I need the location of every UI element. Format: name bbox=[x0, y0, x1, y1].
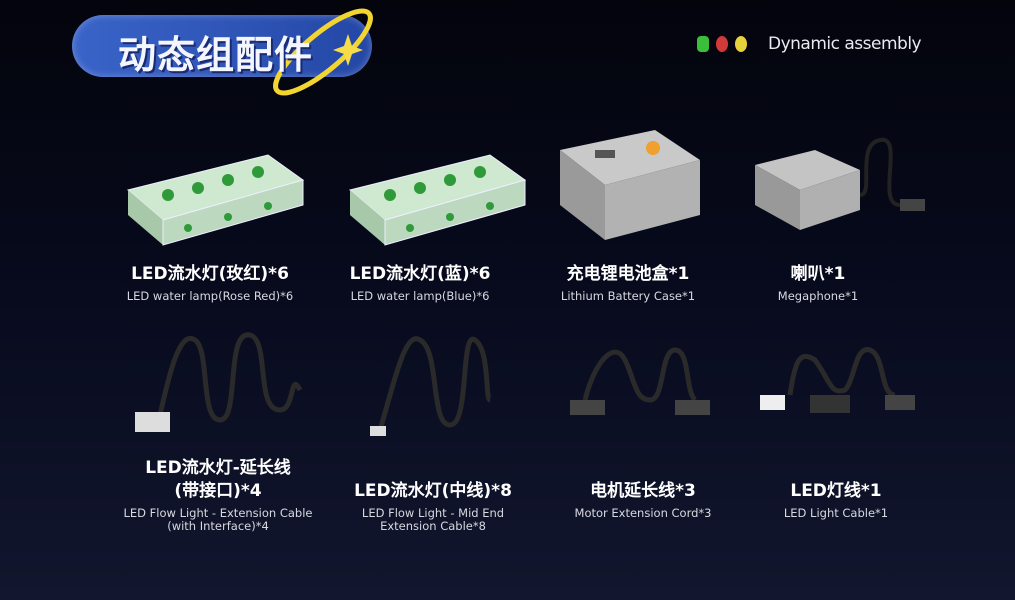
red-apple-icon bbox=[716, 36, 728, 52]
speaker-image bbox=[755, 137, 925, 230]
product-subtitle: LED Light Cable*1 bbox=[783, 506, 889, 520]
product-item: LED流水灯(蓝)*6 LED water lamp(Blue)*6 bbox=[310, 263, 530, 303]
product-item: LED流水灯-延长线 (带接口)*4 LED Flow Light - Exte… bbox=[108, 457, 328, 533]
extension-cable-image bbox=[135, 332, 303, 432]
mid-cable-image bbox=[370, 336, 493, 436]
product-item: LED灯线*1 LED Light Cable*1 bbox=[726, 480, 946, 520]
product-title: LED流水灯-延长线 bbox=[145, 458, 291, 478]
product-title: LED流水灯(中线)*8 bbox=[354, 481, 512, 501]
product-title-line2: (带接口)*4 bbox=[174, 481, 262, 501]
product-title: LED灯线*1 bbox=[790, 481, 882, 501]
product-item: 喇叭*1 Megaphone*1 bbox=[708, 263, 928, 303]
product-item: 充电锂电池盒*1 Lithium Battery Case*1 bbox=[518, 263, 738, 303]
product-subtitle: Megaphone*1 bbox=[777, 289, 859, 303]
product-item: LED流水灯(中线)*8 LED Flow Light - Mid End Ex… bbox=[323, 480, 543, 533]
product-title: LED流水灯(蓝)*6 bbox=[349, 264, 491, 284]
product-title: 喇叭*1 bbox=[790, 264, 846, 284]
product-item: 电机延长线*3 Motor Extension Cord*3 bbox=[533, 480, 753, 520]
product-subtitle: LED Flow Light - Mid End bbox=[361, 506, 505, 520]
product-item: LED流水灯(玫红)*6 LED water lamp(Rose Red)*6 bbox=[100, 263, 320, 303]
led-water-lamp-image bbox=[126, 154, 305, 246]
product-title: LED流水灯(玫红)*6 bbox=[131, 264, 289, 284]
header-badge bbox=[72, 15, 372, 77]
product-subtitle: Lithium Battery Case*1 bbox=[560, 289, 696, 303]
product-title: 电机延长线*3 bbox=[590, 481, 696, 501]
orbit-ring-icon bbox=[273, 8, 373, 96]
product-title: 充电锂电池盒*1 bbox=[566, 264, 690, 284]
page-title: 动态组配件 bbox=[118, 33, 314, 77]
product-subtitle-line2: (with Interface)*4 bbox=[167, 519, 269, 533]
product-subtitle: Motor Extension Cord*3 bbox=[574, 506, 712, 520]
product-subtitle-line2: Extension Cable*8 bbox=[380, 519, 486, 533]
led-water-lamp-image bbox=[348, 154, 527, 246]
product-subtitle: LED Flow Light - Extension Cable bbox=[123, 506, 313, 520]
green-block-icon bbox=[697, 36, 709, 52]
motor-cable-image bbox=[570, 347, 710, 415]
battery-box-image bbox=[560, 130, 700, 240]
legend-text: Dynamic assembly bbox=[768, 34, 922, 54]
product-subtitle: LED water lamp(Rose Red)*6 bbox=[126, 289, 294, 303]
legend: Dynamic assembly bbox=[697, 34, 922, 54]
product-subtitle: LED water lamp(Blue)*6 bbox=[350, 289, 490, 303]
led-light-cable-image bbox=[760, 347, 915, 413]
yellow-android-icon bbox=[735, 36, 747, 52]
sparkle-icon bbox=[333, 34, 363, 66]
